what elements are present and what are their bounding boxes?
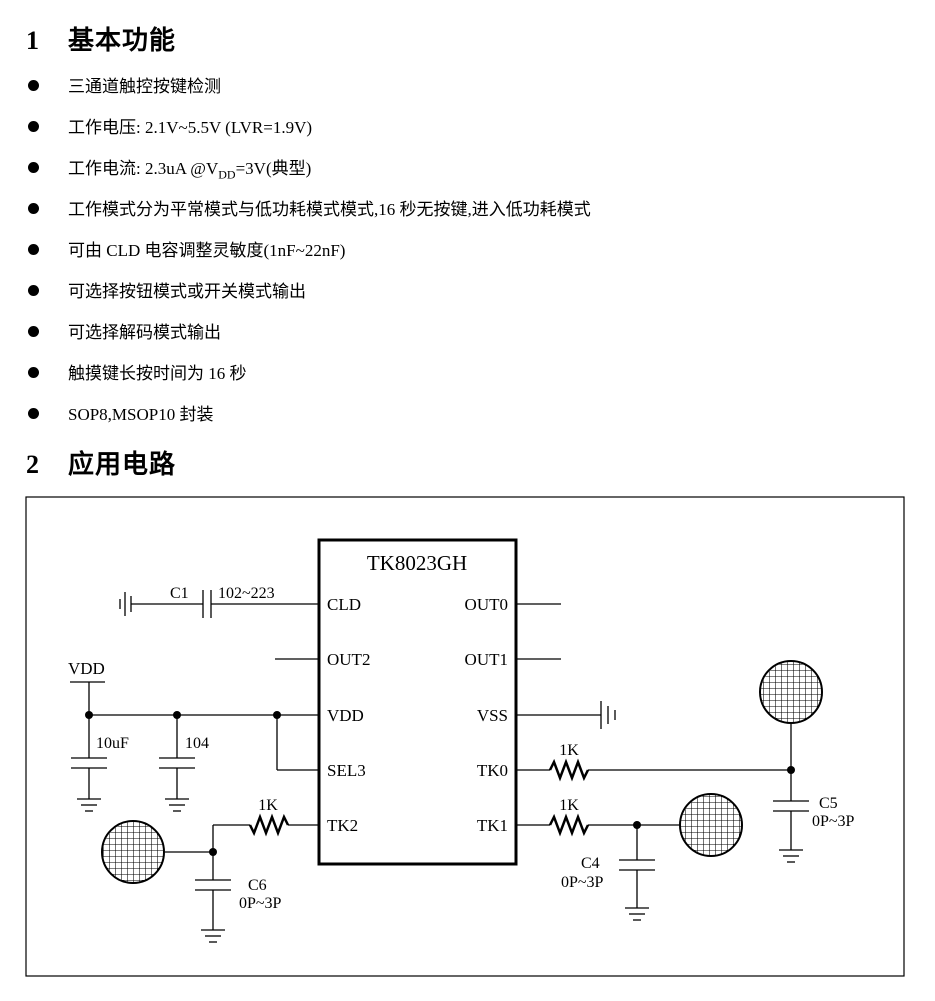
touch-pad-tk2-icon bbox=[101, 820, 165, 884]
section-number: 2 bbox=[26, 450, 40, 479]
bullet-icon bbox=[28, 162, 39, 173]
c5-label: C5 bbox=[819, 795, 838, 812]
pin-label-right: TK0 bbox=[477, 761, 508, 780]
pin-label-right: TK1 bbox=[477, 816, 508, 835]
cap-104-label: 104 bbox=[185, 735, 209, 752]
pin-label-right: OUT0 bbox=[465, 595, 508, 614]
application-circuit-diagram: TK8023GH CLD OUT2 VDD SEL3 TK2 OUT0 OUT1… bbox=[25, 496, 905, 977]
pin-label-left: SEL3 bbox=[327, 761, 366, 780]
junction-dot bbox=[633, 821, 641, 829]
c1-label: C1 bbox=[170, 585, 189, 602]
bullet-icon bbox=[28, 121, 39, 132]
capacitor-10uf bbox=[71, 715, 107, 812]
capacitor-104 bbox=[159, 715, 195, 812]
c5-value: 0P~3P bbox=[812, 813, 855, 830]
pin-label-left: OUT2 bbox=[327, 650, 370, 669]
feature-item: 工作电流: 2.3uA @VDD=3V(典型) bbox=[26, 148, 591, 189]
section-number: 1 bbox=[26, 26, 40, 55]
section-title: 基本功能 bbox=[68, 26, 177, 56]
touch-pad-tk0-icon bbox=[759, 660, 823, 724]
pin-label-left: TK2 bbox=[327, 816, 358, 835]
tk2-network bbox=[165, 813, 319, 943]
c4-label: C4 bbox=[581, 855, 600, 872]
vss-ground bbox=[516, 701, 616, 729]
tk0-network bbox=[516, 724, 809, 863]
resistor-tk0-label: 1K bbox=[559, 742, 579, 759]
bullet-icon bbox=[28, 244, 39, 255]
feature-item: 三通道触控按键检测 bbox=[26, 66, 591, 107]
resistor-tk2-label: 1K bbox=[258, 797, 278, 814]
feature-item: 可选择解码模式输出 bbox=[26, 312, 591, 353]
bullet-icon bbox=[28, 326, 39, 337]
feature-item: 触摸键长按时间为 16 秒 bbox=[26, 353, 591, 394]
c6-value: 0P~3P bbox=[239, 895, 282, 912]
feature-item: 工作模式分为平常模式与低功耗模式模式,16 秒无按键,进入低功耗模式 bbox=[26, 189, 591, 230]
junction-dot bbox=[85, 711, 93, 719]
feature-item: 可由 CLD 电容调整灵敏度(1nF~22nF) bbox=[26, 230, 591, 271]
pin-label-right: VSS bbox=[477, 706, 508, 725]
junction-dot bbox=[173, 711, 181, 719]
junction-dot bbox=[787, 766, 795, 774]
section-title: 应用电路 bbox=[68, 450, 177, 480]
bullet-icon bbox=[28, 408, 39, 419]
feature-item: SOP8,MSOP10 封装 bbox=[26, 394, 591, 435]
pin-label-right: OUT1 bbox=[465, 650, 508, 669]
bullet-icon bbox=[28, 80, 39, 91]
c6-label: C6 bbox=[248, 877, 267, 894]
resistor-tk1-label: 1K bbox=[559, 797, 579, 814]
section-heading-2: 2 应用电路 bbox=[26, 444, 176, 481]
junction-dot bbox=[209, 848, 217, 856]
chip-body bbox=[317, 538, 518, 866]
bullet-icon bbox=[28, 285, 39, 296]
chip-name: TK8023GH bbox=[367, 551, 467, 575]
bullet-icon bbox=[28, 367, 39, 378]
pin-label-left: VDD bbox=[327, 706, 364, 725]
feature-item: 工作电压: 2.1V~5.5V (LVR=1.9V) bbox=[26, 107, 591, 148]
diagram-frame bbox=[25, 496, 905, 977]
section-heading-1: 1 基本功能 bbox=[26, 20, 176, 57]
feature-item: 可选择按钮模式或开关模式输出 bbox=[26, 271, 591, 312]
bullet-icon bbox=[28, 203, 39, 214]
cap-10uf-label: 10uF bbox=[96, 735, 129, 752]
touch-pad-tk1-icon bbox=[679, 793, 743, 857]
junction-dot bbox=[273, 711, 281, 719]
feature-list: 三通道触控按键检测 工作电压: 2.1V~5.5V (LVR=1.9V) 工作电… bbox=[26, 66, 591, 435]
capacitor-c1 bbox=[119, 590, 319, 618]
vdd-rail bbox=[70, 681, 319, 771]
pin-label-left: CLD bbox=[327, 595, 361, 614]
vdd-label: VDD bbox=[68, 659, 105, 678]
c1-value: 102~223 bbox=[218, 585, 275, 602]
c4-value: 0P~3P bbox=[561, 874, 604, 891]
